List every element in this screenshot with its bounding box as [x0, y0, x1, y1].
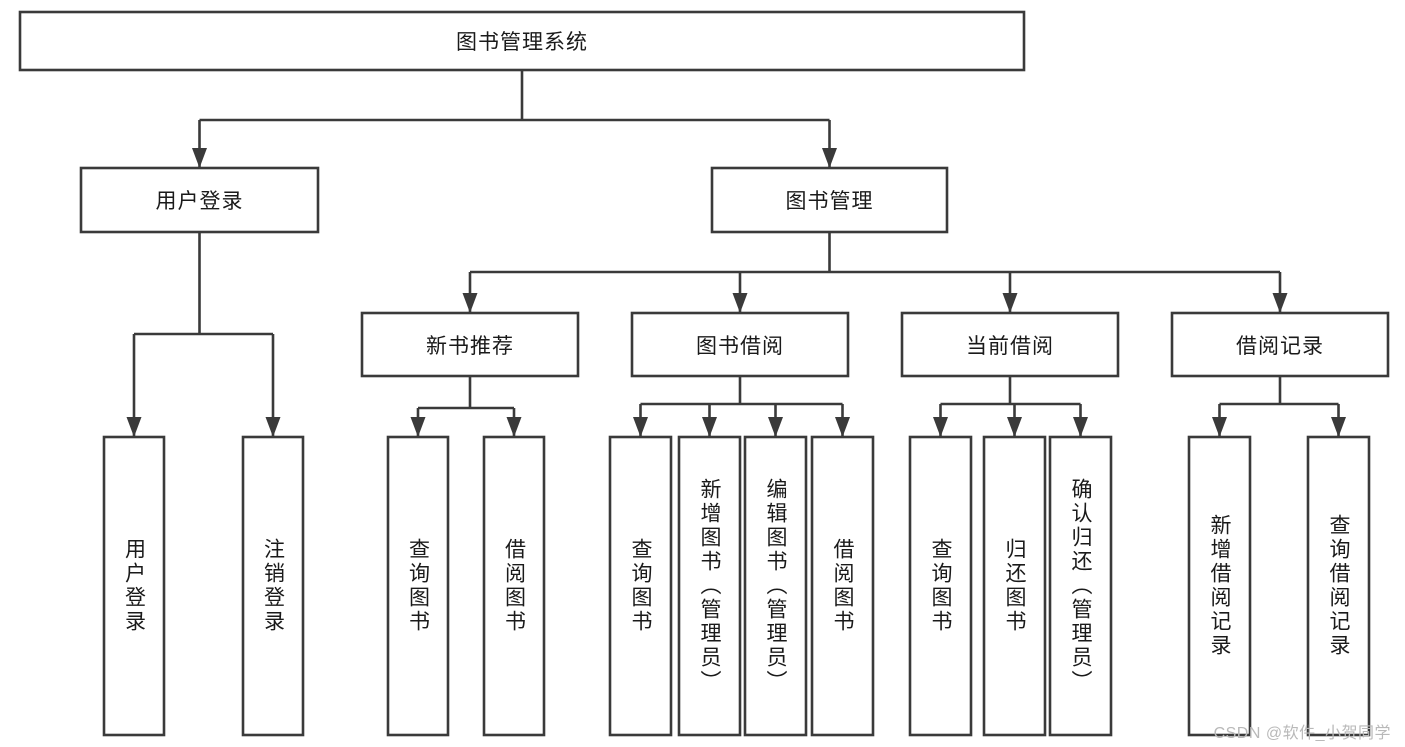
node-box-l2_3[interactable] [1170, 311, 1390, 378]
node-box-leaf_6[interactable] [743, 435, 808, 737]
arrow-head-l1_1-1 [732, 293, 748, 313]
arrow-head-l2_0-1 [506, 417, 522, 437]
arrow-head-l2_1-3 [835, 417, 850, 437]
node-box-l2_2[interactable] [900, 311, 1120, 378]
connector-layer [126, 70, 1346, 437]
arrow-head-l1_0-0 [126, 417, 142, 437]
arrow-head-l1_1-0 [462, 293, 478, 313]
node-box-leaf_3[interactable] [482, 435, 546, 737]
arrow-head-root-1 [822, 148, 837, 168]
arrow-head-l2_1-1 [702, 417, 717, 437]
node-box-leaf_10[interactable] [1048, 435, 1113, 737]
node-box-leaf_9[interactable] [982, 435, 1047, 737]
arrow-head-l2_2-2 [1073, 417, 1088, 437]
arrow-head-l1_1-2 [1002, 293, 1018, 313]
watermark-text: CSDN @软件_小贺同学 [1213, 725, 1391, 742]
arrow-head-l2_1-0 [633, 417, 648, 437]
arrow-head-l2_2-0 [933, 417, 948, 437]
box-layer [18, 10, 1390, 737]
node-box-leaf_12[interactable] [1306, 435, 1371, 737]
node-box-leaf_2[interactable] [386, 435, 450, 737]
node-box-l1_0[interactable] [79, 166, 320, 234]
node-box-leaf_8[interactable] [908, 435, 973, 737]
arrow-head-l2_3-1 [1331, 417, 1346, 437]
node-box-leaf_7[interactable] [810, 435, 875, 737]
node-box-l2_1[interactable] [630, 311, 850, 378]
arrow-head-l2_1-2 [768, 417, 783, 437]
node-box-leaf_4[interactable] [608, 435, 673, 737]
arrow-head-root-0 [192, 148, 207, 168]
node-box-root[interactable] [18, 10, 1026, 72]
node-box-leaf_11[interactable] [1187, 435, 1252, 737]
node-box-leaf_5[interactable] [677, 435, 742, 737]
node-box-leaf_0[interactable] [102, 435, 166, 737]
arrow-head-l1_0-1 [265, 417, 281, 437]
node-box-l2_0[interactable] [360, 311, 580, 378]
arrow-head-l1_1-3 [1272, 293, 1288, 313]
node-box-leaf_1[interactable] [241, 435, 305, 737]
node-box-l1_1[interactable] [710, 166, 949, 234]
arrow-head-l2_0-0 [410, 417, 426, 437]
arrow-head-l2_3-0 [1212, 417, 1227, 437]
arrow-head-l2_2-1 [1007, 417, 1022, 437]
